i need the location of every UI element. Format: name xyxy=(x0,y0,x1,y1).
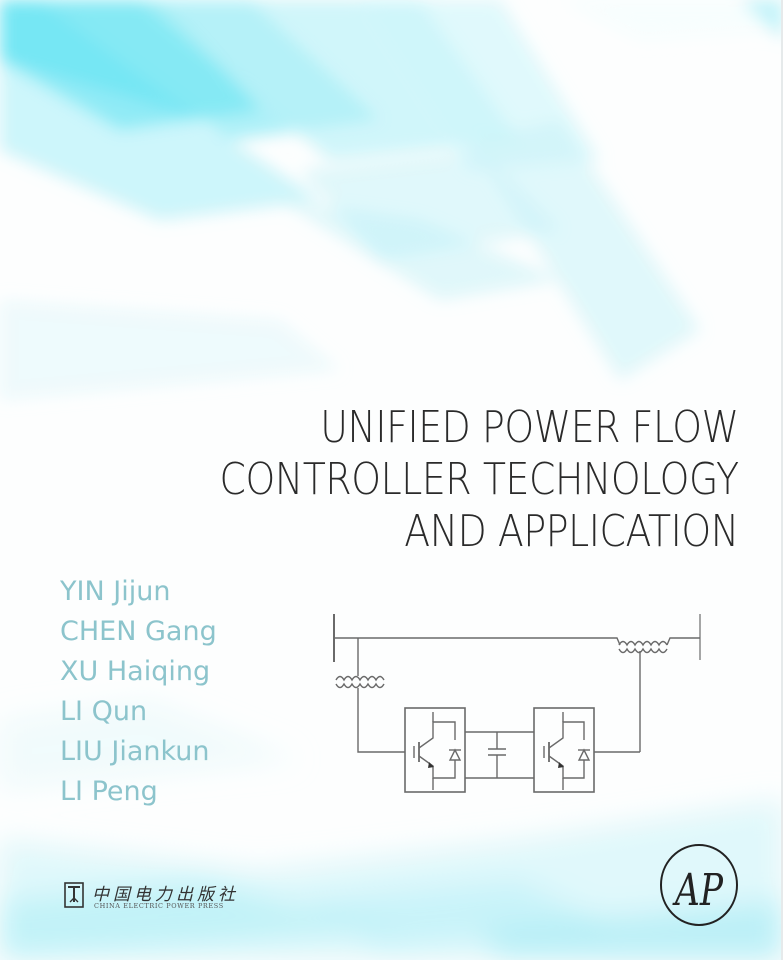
author-6: LI Peng xyxy=(60,776,158,807)
ap-logo-letters: AP xyxy=(672,865,724,916)
publisher-name-english: CHINA ELECTRIC POWER PRESS xyxy=(94,902,224,910)
dc-capacitor-icon xyxy=(488,732,506,778)
author-3: XU Haiqing xyxy=(60,656,211,687)
shunt-transformer-icon xyxy=(335,675,385,689)
converter-1-icon xyxy=(404,707,466,793)
book-title: UNIFIED POWER FLOW CONTROLLER TECHNOLOGY… xyxy=(219,402,740,558)
title-line-3: AND APPLICATION xyxy=(404,506,740,557)
publisher-name-chinese: 中国电力出版社 xyxy=(92,885,239,905)
academic-press-logo-icon: AP xyxy=(660,844,738,926)
author-4: LI Qun xyxy=(60,696,148,727)
author-5: LIU Jiankun xyxy=(60,736,210,767)
author-2: CHEN Gang xyxy=(60,616,217,647)
author-list: YIN Jijun CHEN Gang XU Haiqing LI Qun LI… xyxy=(60,572,217,812)
cepp-emblem-icon xyxy=(64,882,84,908)
series-transformer-icon xyxy=(618,640,668,654)
author-1: YIN Jijun xyxy=(60,576,171,607)
title-line-2: CONTROLLER TECHNOLOGY xyxy=(219,454,740,505)
transmission-line xyxy=(334,637,621,646)
converter-2-icon xyxy=(533,707,595,793)
title-line-1: UNIFIED POWER FLOW xyxy=(320,402,740,453)
